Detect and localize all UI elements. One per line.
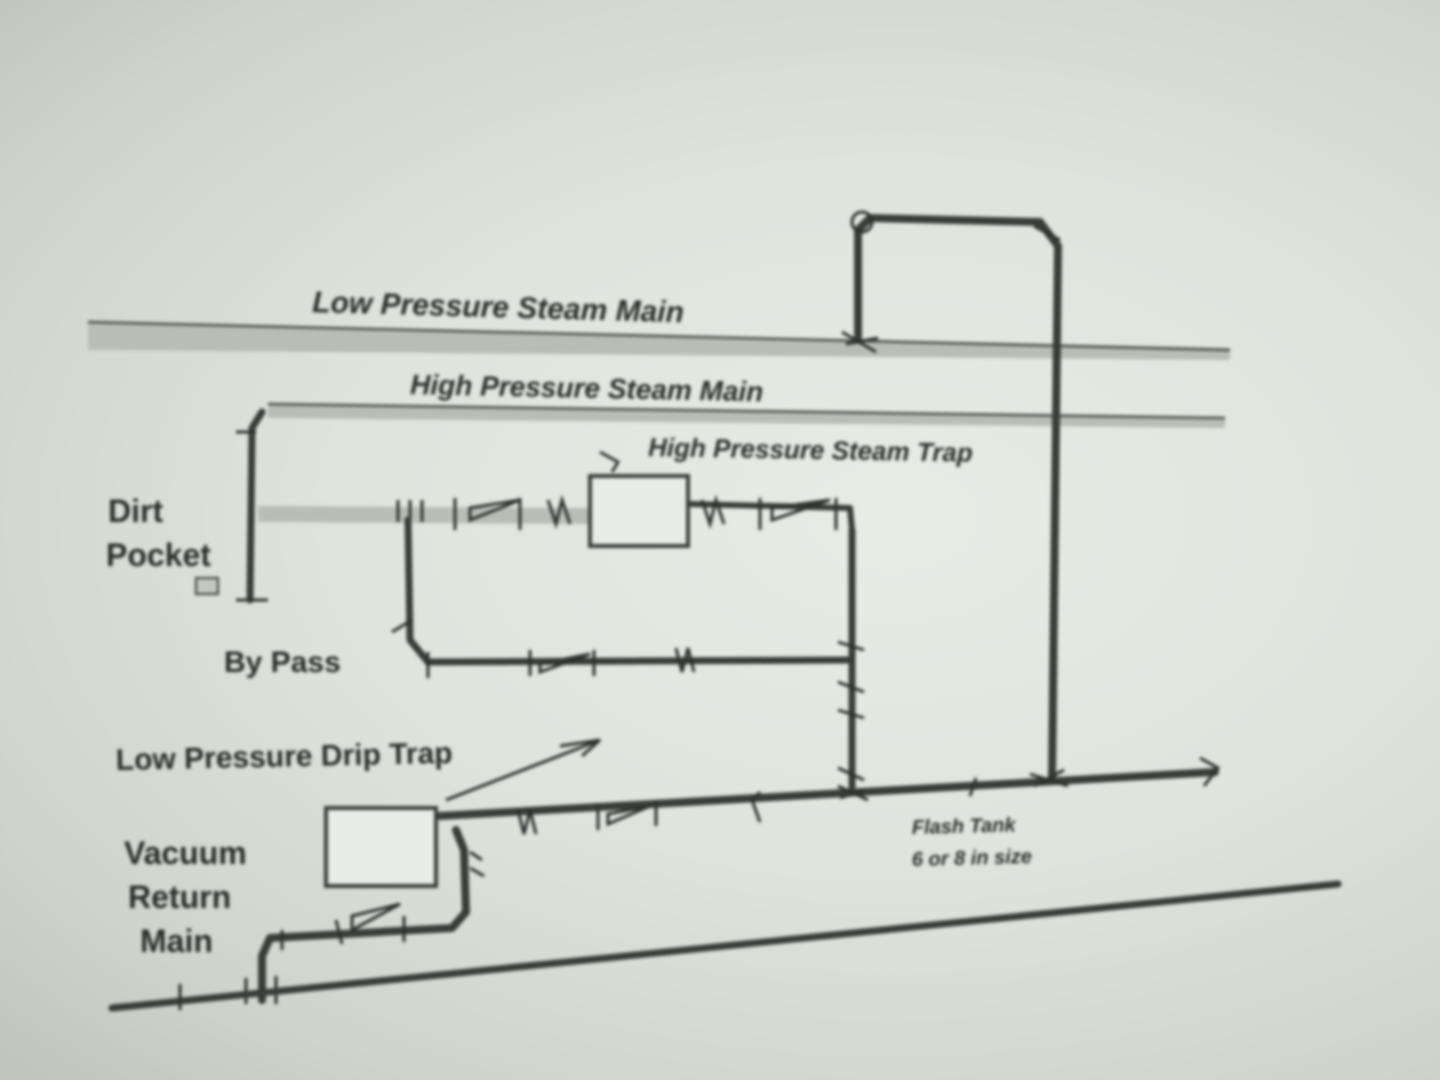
high-pressure-steam-main	[267, 402, 1226, 428]
low-pressure-steam-main	[87, 320, 1231, 360]
high-pressure-steam-trap-label: High Pressure Steam Trap	[648, 432, 973, 468]
trap-riser	[837, 526, 865, 794]
low-pressure-drip-trap-label: Low Pressure Drip Trap	[115, 737, 452, 777]
high-pressure-steam-trap-box	[588, 474, 690, 548]
high-pressure-steam-main-label: High Pressure Steam Main	[410, 369, 764, 407]
vacuum-return-main	[108, 880, 1342, 1012]
upper-trap-line	[258, 494, 855, 533]
flash-tank-label-line2: 6 or 8 in size	[912, 846, 1033, 871]
by-pass-label: By Pass	[224, 646, 341, 679]
dirt-pocket-label-line2: Pocket	[106, 537, 211, 573]
low-pressure-drip-trap-box	[324, 806, 438, 888]
dirt-pocket-label-line1: Dirt	[108, 493, 163, 529]
drip-trap-drop	[244, 826, 485, 1004]
vacuum-return-main-label-line3: Main	[140, 923, 213, 959]
bypass-line	[391, 516, 856, 678]
vacuum-return-main-label-line2: Return	[128, 879, 231, 915]
low-pressure-steam-main-label: Low Pressure Steam Main	[312, 286, 685, 329]
vacuum-return-main-label-line1: Vacuum	[124, 835, 247, 871]
drip-trap-pointer	[445, 738, 601, 802]
flash-tank-loop	[841, 210, 1062, 784]
dirt-pocket-drop	[195, 408, 268, 604]
trap-pointer	[599, 450, 621, 473]
flash-tank-label-line1: Flash Tank	[912, 814, 1017, 839]
low-pressure-return-line	[436, 756, 1221, 835]
